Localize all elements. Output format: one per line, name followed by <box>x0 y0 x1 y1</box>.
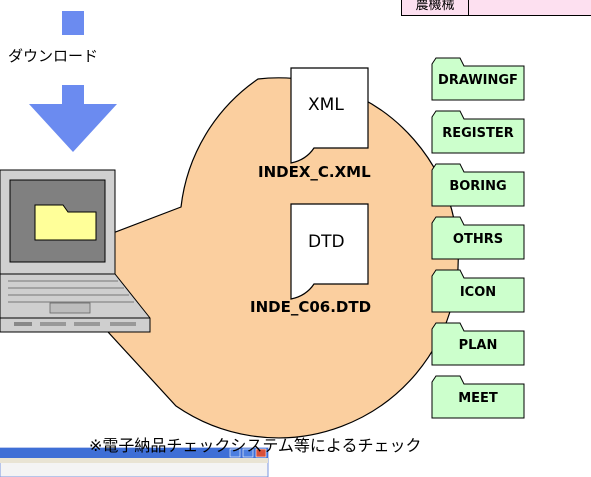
folder-label-plan: PLAN <box>458 338 498 353</box>
folder-label-othrs: OTHRS <box>452 232 504 247</box>
top-table-label: 農機械 <box>415 0 455 13</box>
download-arrow-icon <box>29 85 117 152</box>
folder-label-register: REGISTER <box>442 126 514 141</box>
folder-label-icon: ICON <box>459 285 497 300</box>
folder-shapes <box>431 57 525 419</box>
xml-document-icon <box>290 67 369 164</box>
folder-label-drawingf: DRAWINGF <box>438 73 518 88</box>
dtd-icon-text: DTD <box>308 232 345 252</box>
callout-balloon <box>40 77 459 439</box>
top-table-cell: 農機械 <box>402 0 469 15</box>
folder-label-boring: BORING <box>449 179 507 194</box>
folder-label-meet: MEET <box>458 391 498 406</box>
dtd-filename: INDE_C06.DTD <box>250 298 372 316</box>
arrow-top-block <box>62 11 84 35</box>
footer-note: ※電子納品チェックシステム等によるチェック <box>89 436 422 455</box>
dtd-document-icon <box>290 203 369 300</box>
top-table: 農機械 <box>401 0 591 16</box>
checker-window-thumbnail <box>0 447 269 477</box>
download-label: ダウンロード <box>8 47 99 65</box>
folder-icon <box>34 204 97 241</box>
xml-filename: INDEX_C.XML <box>258 163 371 181</box>
xml-icon-text: XML <box>308 95 344 115</box>
